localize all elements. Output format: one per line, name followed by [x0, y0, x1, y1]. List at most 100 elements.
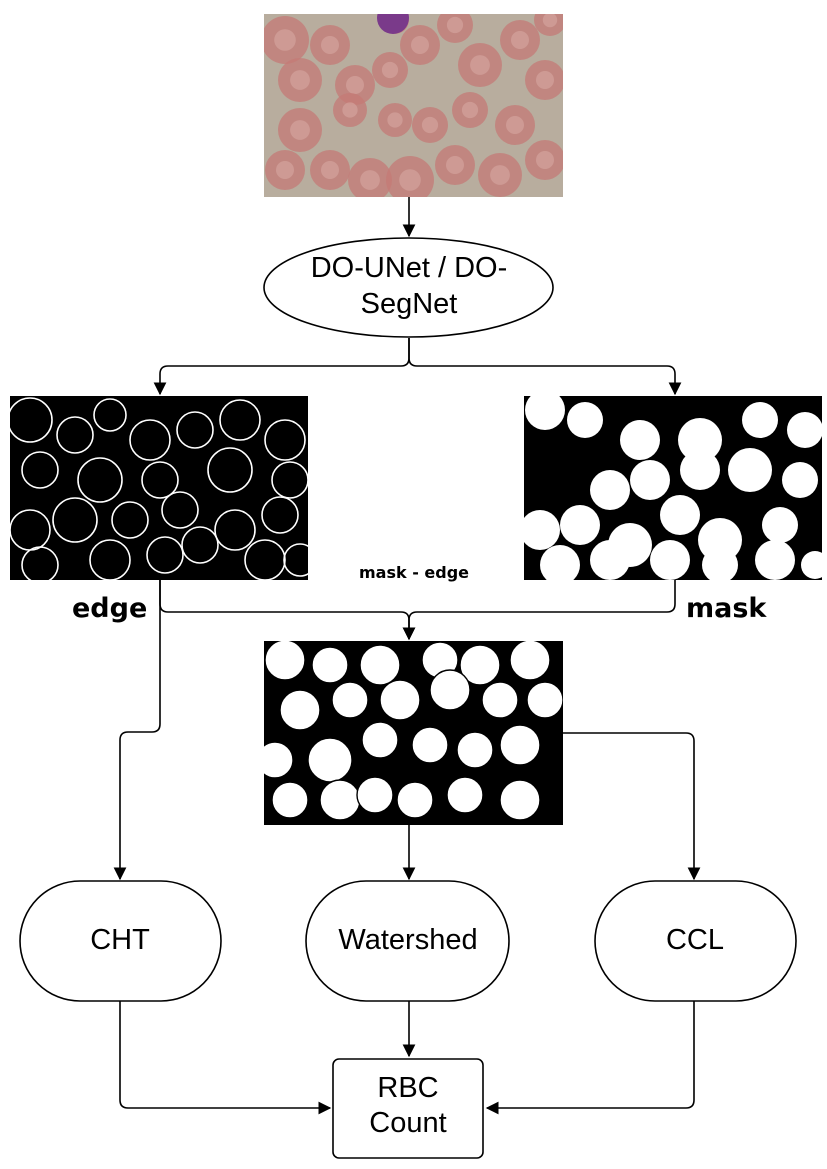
mask-blob — [590, 540, 630, 580]
rbc-cell-center — [536, 71, 554, 89]
separated-cell — [509, 641, 551, 681]
edge-outline — [146, 536, 184, 574]
arrow-edge-to-cht — [113, 580, 161, 881]
edge-outline — [21, 546, 59, 580]
edge-outline — [141, 461, 179, 499]
rbc-cell-center — [542, 14, 558, 28]
separated-cell — [319, 779, 361, 821]
rbc-cell-center — [536, 151, 554, 169]
separated-cell — [499, 724, 541, 766]
arrow-cht-to-count — [119, 1001, 332, 1115]
edge-outline — [111, 501, 149, 539]
edge-outline — [219, 399, 261, 441]
rbc-cell-center — [342, 102, 358, 118]
separated-cell — [356, 776, 394, 814]
edge-outline — [271, 461, 308, 499]
edge-outline — [129, 419, 171, 461]
mask-blob — [742, 402, 778, 438]
blood-smear-image — [264, 14, 563, 197]
edge-outline — [10, 397, 53, 443]
edge-outline — [89, 539, 131, 580]
rbc-cell-center — [321, 36, 339, 54]
rbc-count-line1: RBC — [377, 1072, 438, 1104]
rbc-cell-center — [290, 70, 310, 90]
mask-blob — [560, 505, 600, 545]
edge-outline — [21, 451, 59, 489]
mask-blob — [782, 462, 818, 498]
separated-cell — [264, 641, 306, 681]
arrow-subtract-to-ccl — [563, 732, 701, 881]
separated-cell — [331, 681, 369, 719]
separated-cell — [526, 681, 563, 719]
separated-cell — [446, 776, 484, 814]
rbc-cell-center — [274, 29, 296, 51]
mask-blob — [787, 412, 822, 448]
separated-cell — [396, 781, 434, 819]
watershed-label: Watershed — [338, 924, 477, 956]
rbc-cell-center — [360, 170, 380, 190]
mask-blob — [630, 460, 670, 500]
rbc-cell-center — [411, 36, 429, 54]
watershed-node: Watershed — [305, 880, 510, 1002]
edge-outline — [161, 491, 199, 529]
edge-outline — [244, 539, 286, 580]
edge-outline — [93, 398, 127, 432]
separated-cell — [307, 737, 353, 783]
arrow-mask-to-subtract — [402, 580, 676, 641]
edge-outline — [261, 496, 299, 534]
edge-label: edge — [72, 593, 147, 624]
mask-blob — [620, 420, 660, 460]
rbc-cell-center — [387, 112, 403, 128]
separated-cell — [456, 731, 494, 769]
edge-outline — [52, 497, 98, 543]
separated-cell — [271, 781, 309, 819]
mask-image — [524, 396, 822, 580]
arrow-edge-to-subtract — [159, 580, 416, 641]
mask-blob — [567, 402, 603, 438]
mask-blob — [525, 396, 565, 430]
edge-outline — [207, 447, 253, 493]
edge-image — [10, 396, 308, 580]
rbc-cell-center — [446, 156, 464, 174]
separated-cell — [279, 689, 321, 731]
mask-minus-edge-image — [264, 641, 563, 825]
wbc-cell — [377, 14, 409, 34]
edge-outline — [77, 457, 123, 503]
rbc-cell-center — [446, 16, 464, 34]
mask-blob — [540, 545, 580, 580]
rbc-cell-center — [490, 165, 510, 185]
arrow-model-to-edge — [153, 338, 410, 396]
arrow-model-to-mask — [408, 338, 682, 396]
model-label-line1: DO-UNet / DO- — [311, 252, 508, 284]
arrow-ccl-to-count — [485, 1001, 695, 1115]
separated-cell — [499, 779, 541, 821]
rbc-cell-center — [461, 101, 479, 119]
separated-cell — [361, 721, 399, 759]
operation-label: mask - edge — [359, 563, 469, 582]
cht-node: CHT — [19, 880, 222, 1002]
model-node: DO-UNet / DO- SegNet — [263, 237, 554, 338]
separated-cell — [411, 726, 449, 764]
separated-cell — [311, 646, 349, 684]
rbc-cell-center — [321, 161, 339, 179]
ccl-label: CCL — [666, 924, 724, 956]
edge-outline — [176, 411, 214, 449]
separated-cell — [264, 741, 294, 779]
edge-outline — [283, 543, 308, 577]
rbc-count-node: RBC Count — [332, 1058, 484, 1159]
cht-label: CHT — [90, 924, 150, 956]
mask-blob — [680, 450, 720, 490]
rbc-cell-center — [346, 76, 364, 94]
connectors — [113, 197, 701, 1115]
mask-blob — [702, 547, 738, 580]
mask-blob — [755, 540, 795, 580]
rbc-cell-center — [276, 161, 294, 179]
rbc-cell-center — [381, 61, 399, 79]
edge-outline — [181, 526, 219, 564]
rbc-cell-center — [506, 116, 524, 134]
rbc-cell-center — [470, 55, 490, 75]
mask-blob — [762, 507, 798, 543]
mask-label: mask — [686, 593, 767, 624]
mask-blob — [801, 551, 822, 579]
